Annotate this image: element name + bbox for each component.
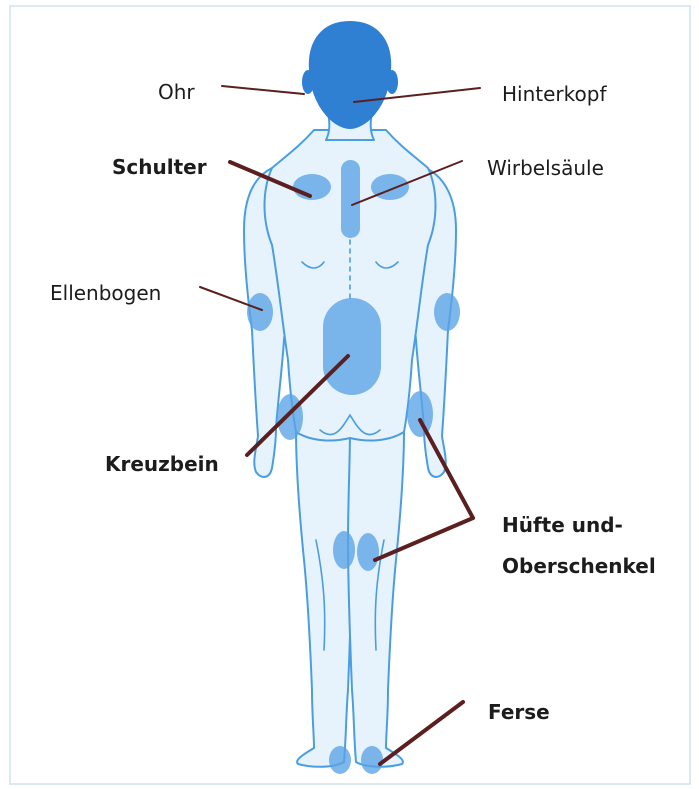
ear-right <box>386 70 398 94</box>
pressure-area-heel-right <box>361 746 383 774</box>
pressure-area-heel-left <box>329 746 351 774</box>
pressure-area-elbow-right <box>434 293 460 331</box>
label-ellenbogen: Ellenbogen <box>50 283 161 303</box>
pressure-area-hip-right <box>407 391 433 437</box>
pressure-area-hip-left <box>277 394 303 440</box>
label-ohr: Ohr <box>158 82 195 102</box>
label-ferse: Ferse <box>488 702 550 722</box>
label-wirbelsaeule: Wirbelsäule <box>487 158 604 178</box>
ear-left <box>302 70 314 94</box>
pressure-area-knee-right <box>357 533 379 571</box>
pressure-area-knee-left <box>333 531 355 569</box>
pressure-area-shoulder-left <box>293 174 331 200</box>
label-schulter: Schulter <box>112 157 207 177</box>
pressure-area-elbow-left <box>247 293 273 331</box>
label-hinterkopf: Hinterkopf <box>502 84 606 104</box>
pressure-area-sacrum <box>323 298 381 395</box>
label-huefte-line2: Oberschenkel <box>502 556 656 576</box>
pressure-area-spine <box>341 160 360 238</box>
label-huefte-line1: Hüfte und- <box>502 515 623 535</box>
label-kreuzbein: Kreuzbein <box>105 454 219 474</box>
